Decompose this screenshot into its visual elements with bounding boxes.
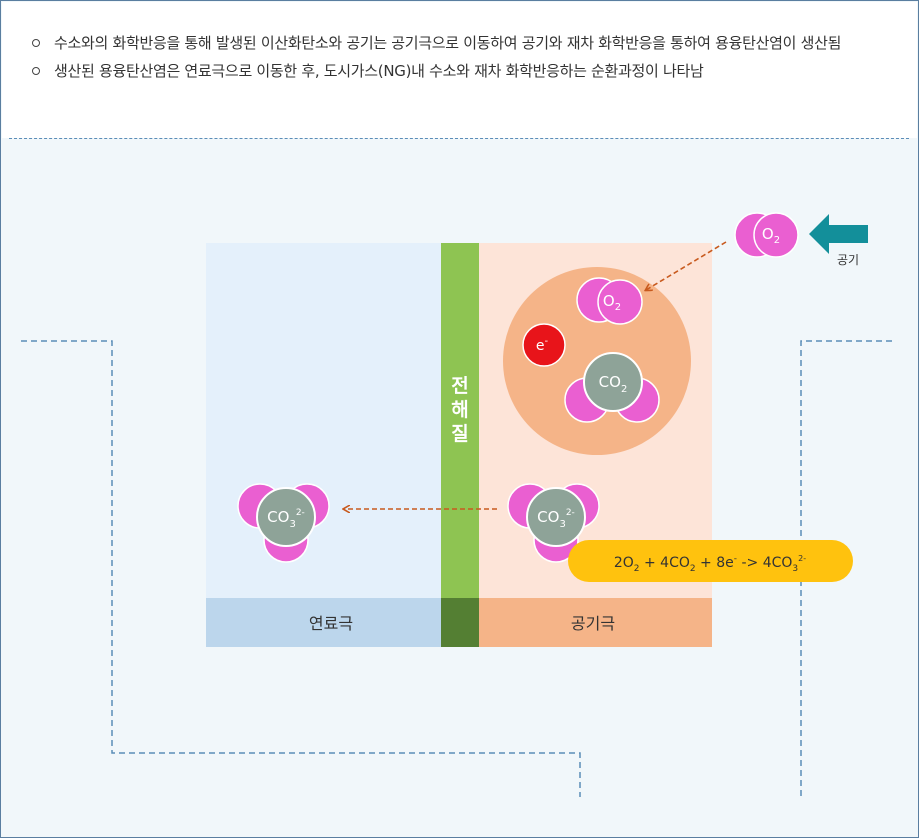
air-label: 공기 (837, 253, 859, 267)
air-inlet-arrow-icon (809, 214, 868, 254)
svg-text:CO2: CO2 (599, 373, 628, 395)
cathode-label: 공기극 (571, 614, 615, 633)
o2-molecule-inner: O2 (576, 277, 643, 325)
equation-pill (568, 540, 853, 582)
bullet-item: 수소와의 화학반응을 통해 발생된 이산화탄소와 공기는 공기극으로 이동하여 … (32, 32, 872, 54)
svg-text:O2: O2 (762, 225, 780, 246)
electrolyte-char: 해 (451, 399, 468, 421)
co3-molecule-anode: CO32- (237, 483, 330, 563)
reaction-equation: 2O2 + 4CO2 + 8e- -> 4CO32- (614, 554, 806, 574)
anode-region (206, 243, 441, 598)
co2-molecule: CO2 (564, 352, 660, 423)
o2-molecule-air: O2 (734, 212, 799, 258)
co3-molecule-cathode: CO32- (507, 483, 600, 563)
circuit-wire-right (800, 340, 892, 797)
svg-text:CO32-: CO32- (267, 508, 305, 530)
anode-label: 연료극 (309, 614, 353, 633)
anode-label-bar (206, 598, 441, 647)
electrolyte-layer (441, 243, 479, 598)
electrolyte-base (441, 598, 479, 647)
description-panel: 수소와의 화학반응을 통해 발생된 이산화탄소와 공기는 공기극으로 이동하여 … (2, 2, 917, 138)
electrolyte-char: 전 (451, 375, 468, 397)
bullet-text: 수소와의 화학반응을 통해 발생된 이산화탄소와 공기는 공기극으로 이동하여 … (54, 34, 842, 52)
svg-text:e-: e- (536, 336, 549, 354)
bullet-circle-icon (32, 67, 40, 75)
svg-text:CO32-: CO32- (537, 508, 575, 530)
bullet-circle-icon (32, 39, 40, 47)
circuit-wire-left (21, 340, 581, 797)
bullet-item: 생산된 용융탄산염은 연료극으로 이동한 후, 도시가스(NG)내 수소와 재차… (32, 60, 872, 82)
electrolyte-char: 질 (451, 423, 468, 445)
bullet-text: 생산된 용융탄산염은 연료극으로 이동한 후, 도시가스(NG)내 수소와 재차… (54, 62, 704, 80)
description-list: 수소와의 화학반응을 통해 발생된 이산화탄소와 공기는 공기극으로 이동하여 … (32, 32, 872, 88)
cathode-label-bar (479, 598, 712, 647)
electron-particle: e- (522, 323, 566, 367)
section-divider (9, 138, 909, 139)
svg-text:O2: O2 (603, 292, 621, 313)
